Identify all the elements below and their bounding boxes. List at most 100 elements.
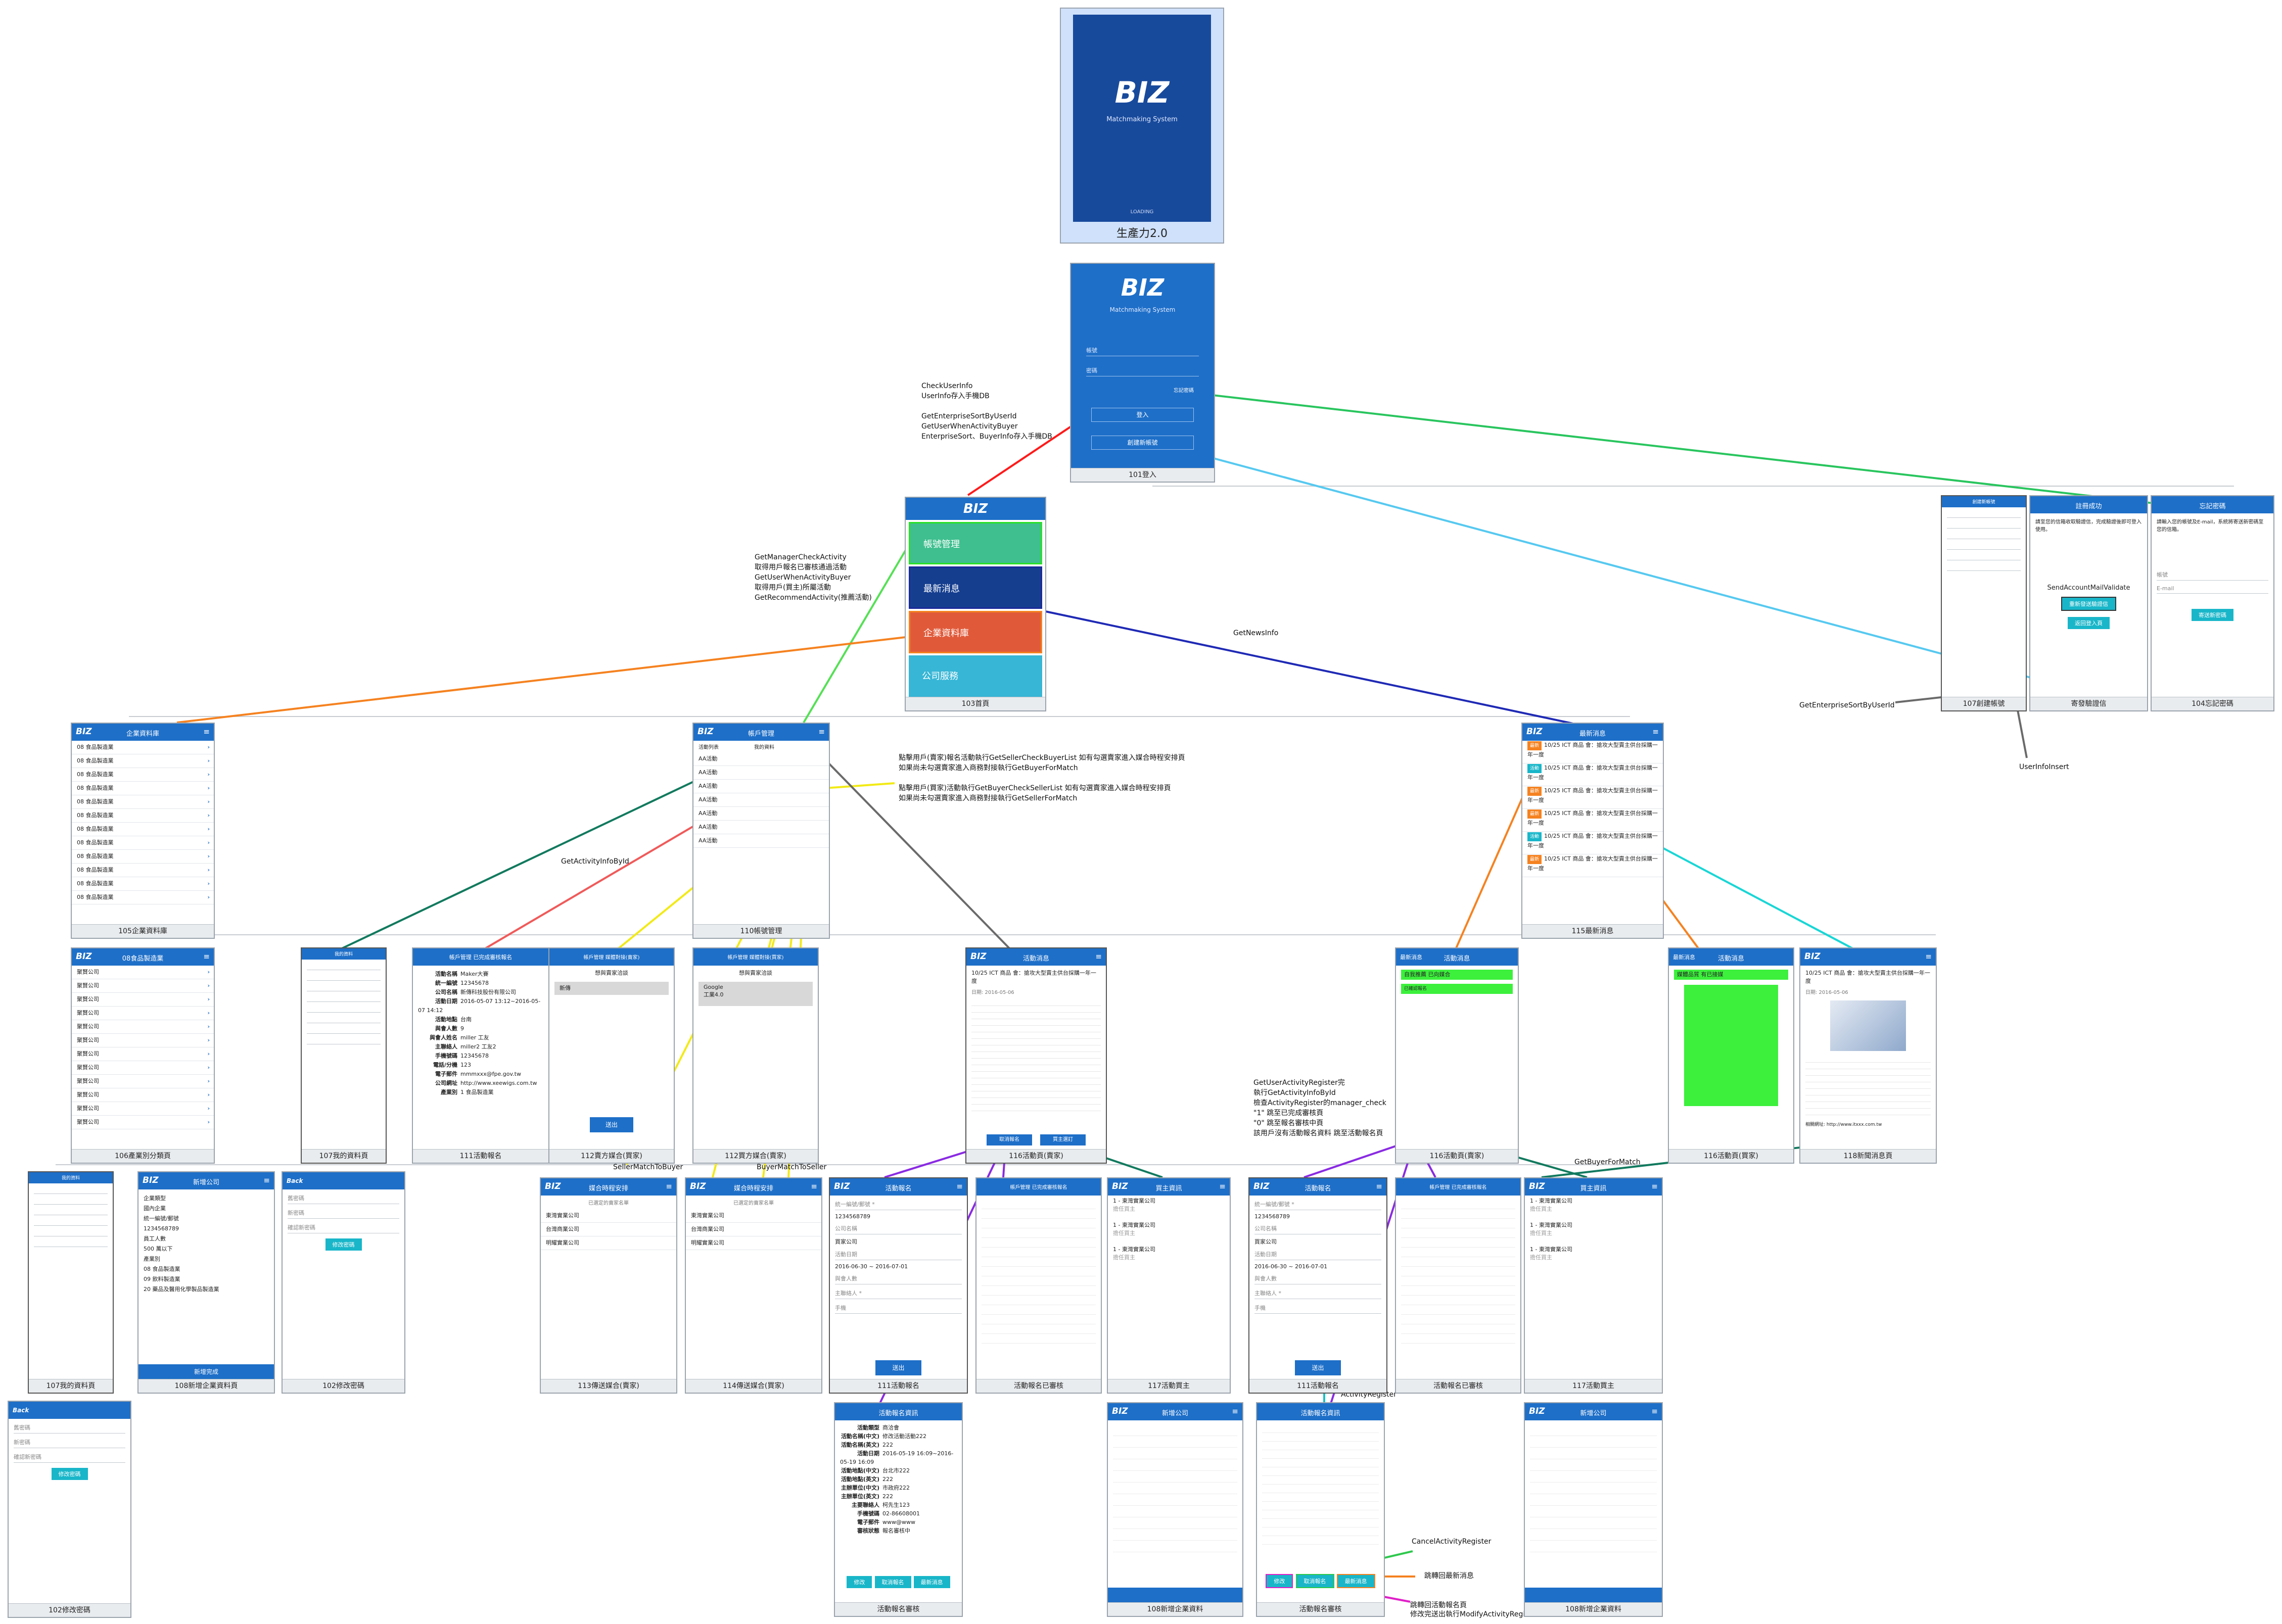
list-item[interactable]: AA活動: [693, 807, 829, 821]
latest-news-button[interactable]: 最新消息: [1336, 1574, 1375, 1588]
cancel-register-button[interactable]: 取消報名: [874, 1576, 911, 1588]
tile-company-service[interactable]: 公司服務: [909, 655, 1042, 698]
list-item[interactable]: 08 食品製造業›: [72, 795, 214, 809]
new-password-input[interactable]: 新密碼: [14, 1437, 125, 1448]
list-item[interactable]: AA活動: [693, 780, 829, 793]
list-item[interactable]: 08 食品製造業›: [72, 741, 214, 754]
latest-news-button[interactable]: 最新消息: [913, 1576, 950, 1588]
list-item[interactable]: 08 食品製造業›: [72, 768, 214, 782]
forgot-account-input[interactable]: 帳號: [2157, 569, 2268, 581]
list-item[interactable]: 聚賢公司›: [72, 1007, 214, 1020]
list-item[interactable]: 08 食品製造業›: [72, 754, 214, 768]
list-item[interactable]: 明耀實業公司: [686, 1236, 821, 1250]
tile-enterprise-db[interactable]: 企業資料庫: [909, 611, 1042, 653]
screen-activity-seller-2: 最新消息活動消息 自我推薦 已向媒合 已確認報名 116活動頁(賣家): [1395, 947, 1519, 1164]
mail-validate-caption: 寄發驗證信: [2030, 697, 2147, 710]
seller-match-sub: 想與賣家洽談: [595, 970, 628, 976]
modify-button[interactable]: 修改: [847, 1576, 872, 1588]
industry-caption: 106產業別分類頁: [72, 1149, 214, 1163]
screen-change-password-2: Back 舊密碼 新密碼 確認新密碼 修改密碼 102修改密碼: [8, 1401, 131, 1618]
list-item[interactable]: 08 食品製造業›: [72, 809, 214, 823]
list-item[interactable]: 聚賢公司›: [72, 1088, 214, 1102]
submit-button[interactable]: 送出: [875, 1360, 921, 1375]
login-button[interactable]: 登入: [1091, 408, 1194, 422]
tile-account[interactable]: 帳號管理: [909, 522, 1042, 564]
list-item[interactable]: AA活動: [693, 752, 829, 766]
list-item[interactable]: AA活動: [693, 821, 829, 834]
list-item[interactable]: 聚賢公司›: [72, 1116, 214, 1129]
confirm-password-input[interactable]: 確認新密碼: [14, 1451, 125, 1463]
activity-info-label: GetActivityInfoById: [561, 857, 629, 866]
screen-forgot-password: 忘記密碼 請輸入您的帳號及E-mail，系統將寄送新密碼至您的信箱。 帳號 E-…: [2151, 495, 2274, 711]
list-item[interactable]: 聚賢公司›: [72, 993, 214, 1007]
old-password-input[interactable]: 舊密碼: [14, 1422, 125, 1434]
account-input[interactable]: 帳號: [1086, 345, 1199, 356]
list-item[interactable]: 聚賢公司›: [72, 1075, 214, 1088]
forgot-password-link[interactable]: 忘記密碼: [1174, 388, 1194, 394]
activity-seller-caption: 116活動頁(賣家): [966, 1149, 1106, 1163]
list-item[interactable]: 聚賢公司›: [72, 1102, 214, 1116]
list-item[interactable]: 聚賢公司›: [72, 1047, 214, 1061]
back-link[interactable]: Back: [13, 1407, 29, 1414]
resend-validate-button[interactable]: 重新發送驗證信: [2061, 597, 2116, 611]
buyer-select-button[interactable]: 買主選訂: [1040, 1134, 1086, 1145]
list-item[interactable]: 聚賢公司›: [72, 979, 214, 993]
list-item[interactable]: 08 食品製造業›: [72, 877, 214, 891]
tile-news[interactable]: 最新消息: [909, 566, 1042, 609]
register-button[interactable]: 創建新帳號: [1091, 436, 1194, 450]
confirm-password-input[interactable]: 確認新密碼: [288, 1222, 399, 1233]
add-enterprise-caption: 108新增企業資料頁: [138, 1379, 274, 1393]
forgot-email-input[interactable]: E-mail: [2157, 584, 2268, 594]
change-password-button[interactable]: 修改密碼: [51, 1468, 88, 1480]
news-detail-date: 日期: 2016-05-06: [1805, 990, 1848, 995]
list-item[interactable]: 08 食品製造業›: [72, 836, 214, 850]
change-password-button[interactable]: 修改密碼: [325, 1238, 362, 1251]
back-link[interactable]: Back: [287, 1177, 303, 1184]
news-detail-head: 10/25 ICT 商品 會：搶攻大型賣主供台採購一年一度: [1805, 970, 1930, 984]
back-to-login-button[interactable]: 返回登入頁: [2068, 617, 2110, 629]
list-item[interactable]: 08 食品製造業›: [72, 850, 214, 864]
modify-button[interactable]: 修改: [1266, 1574, 1293, 1588]
list-item[interactable]: AA活動: [693, 793, 829, 807]
list-item[interactable]: 聚賢公司›: [72, 1020, 214, 1034]
review-a-caption: 活動報名審核: [835, 1602, 962, 1616]
list-item[interactable]: 東灣實業公司: [686, 1209, 821, 1223]
screen-login: BIZ Matchmaking System 帳號 密碼 忘記密碼 登入 創建新…: [1070, 263, 1215, 483]
tab-my-data[interactable]: 我的資料: [754, 745, 774, 750]
cancel-register-button[interactable]: 取消報名: [987, 1134, 1032, 1145]
list-item[interactable]: 台灣商業公司: [686, 1223, 821, 1236]
list-item[interactable]: 聚賢公司›: [72, 966, 214, 979]
add-complete-button[interactable]: 新增完成: [138, 1364, 274, 1379]
list-item[interactable]: 聚賢公司›: [72, 1034, 214, 1047]
list-item[interactable]: AA活動: [693, 834, 829, 848]
screen-register-reviewed-b: 帳戶管理 已完成審核報名 活動報名已審核: [1395, 1177, 1521, 1394]
list-item[interactable]: 聚賢公司›: [72, 1061, 214, 1075]
news-title: 最新消息: [1579, 730, 1606, 738]
password-input[interactable]: 密碼: [1086, 365, 1199, 376]
submit-button[interactable]: 送出: [1295, 1360, 1341, 1375]
list-item[interactable]: 明耀實業公司: [541, 1236, 676, 1250]
list-item[interactable]: 08 食品製造業›: [72, 864, 214, 877]
tab-activity-list[interactable]: 活動列表: [698, 745, 719, 750]
list-item[interactable]: AA活動: [693, 766, 829, 780]
old-password-input[interactable]: 舊密碼: [288, 1192, 399, 1204]
new-password-input[interactable]: 新密碼: [288, 1207, 399, 1219]
list-item[interactable]: 08 食品製造業›: [72, 891, 214, 904]
list-item[interactable]: 08 食品製造業›: [72, 823, 214, 836]
send-password-button[interactable]: 寄送新密碼: [2192, 609, 2233, 621]
news-detail-link[interactable]: 相關網址: http://www.itxxx.com.tw: [1805, 1122, 1882, 1127]
list-item[interactable]: 08 食品製造業›: [72, 782, 214, 795]
seller-option[interactable]: 新傳: [554, 982, 669, 995]
news-call-label: GetNewsInfo: [1233, 629, 1279, 637]
cancel-register-button[interactable]: 取消報名: [1295, 1574, 1334, 1588]
list-item[interactable]: 東灣實業公司: [541, 1209, 676, 1223]
list-item[interactable]: 台灣商業公司: [541, 1223, 676, 1236]
